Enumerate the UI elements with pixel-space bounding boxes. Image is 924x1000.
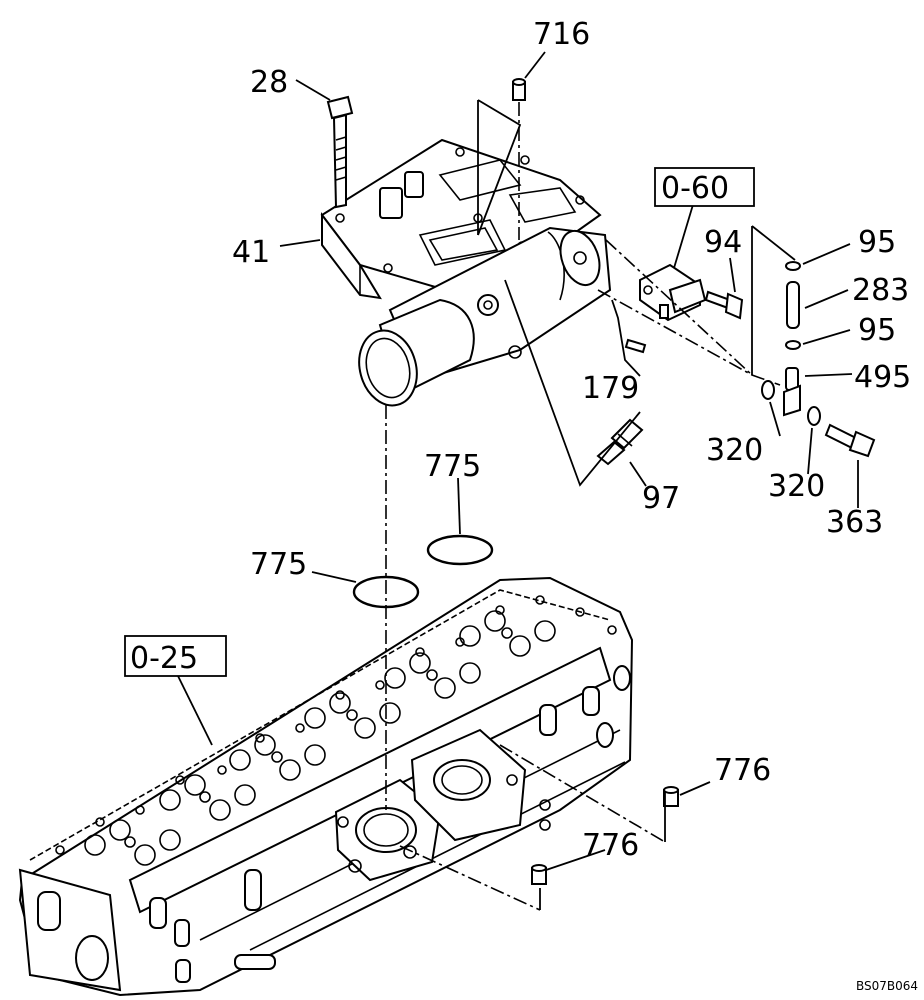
label-41: 41 xyxy=(232,235,270,270)
ref-box-0-60 xyxy=(654,167,755,207)
drawing-code: BS07B064 xyxy=(856,979,918,993)
label-94: 94 xyxy=(704,225,742,260)
label-179: 179 xyxy=(582,371,639,406)
label-320-right: 320 xyxy=(768,469,825,504)
thermostat-housing xyxy=(320,138,612,407)
label-0-60: 0-60 xyxy=(661,171,729,206)
label-776-lower: 776 xyxy=(582,828,639,863)
label-495: 495 xyxy=(854,360,911,395)
bolt-363 xyxy=(824,423,876,458)
assembly-lines xyxy=(385,102,781,911)
leader-lines xyxy=(177,51,859,910)
cylinder-head xyxy=(18,576,634,997)
bolt-28 xyxy=(326,95,354,209)
plug-179 xyxy=(624,338,647,354)
label-776-right: 776 xyxy=(714,753,771,788)
pin-776-right xyxy=(663,786,679,807)
pipe-283 xyxy=(785,261,801,350)
pin-776-lower xyxy=(531,864,547,885)
banjo-fitting-495 xyxy=(761,367,821,426)
label-363: 363 xyxy=(826,505,883,540)
label-320-left: 320 xyxy=(706,433,763,468)
pin-716-top xyxy=(512,78,526,101)
label-283: 283 xyxy=(852,273,909,308)
label-0-25: 0-25 xyxy=(130,641,198,676)
sensor-97 xyxy=(596,418,644,466)
o-ring-775-right xyxy=(426,534,494,566)
ref-box-0-25 xyxy=(124,635,227,677)
label-95-top: 95 xyxy=(858,225,896,260)
label-775-right: 775 xyxy=(424,449,481,484)
label-775-left: 775 xyxy=(250,547,307,582)
sensor-assembly-0-60 xyxy=(639,263,707,322)
label-97: 97 xyxy=(642,481,680,516)
label-95-bottom: 95 xyxy=(858,313,896,348)
label-716-top: 716 xyxy=(533,17,590,52)
label-28: 28 xyxy=(250,65,288,100)
bolt-94 xyxy=(704,290,744,320)
